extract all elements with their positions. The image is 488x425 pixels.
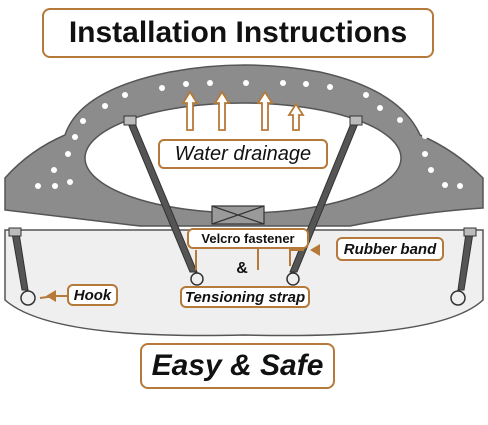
rubber-band-label: Rubber band bbox=[336, 237, 444, 261]
footer-box: Easy & Safe bbox=[140, 343, 335, 389]
drainage-holes bbox=[35, 80, 463, 189]
callout-arrowheads bbox=[46, 244, 320, 302]
velcro-fastener-label: Velcro fastener bbox=[187, 228, 309, 249]
hook-label: Hook bbox=[67, 284, 118, 306]
title-box: Installation Instructions bbox=[42, 8, 434, 58]
water-drainage-label: Water drainage bbox=[158, 139, 328, 169]
hooks bbox=[20, 272, 466, 306]
drainage-arrows bbox=[181, 90, 305, 131]
tensioning-strap-label: Tensioning strap bbox=[180, 286, 310, 308]
ampersand-label: & bbox=[236, 260, 248, 277]
